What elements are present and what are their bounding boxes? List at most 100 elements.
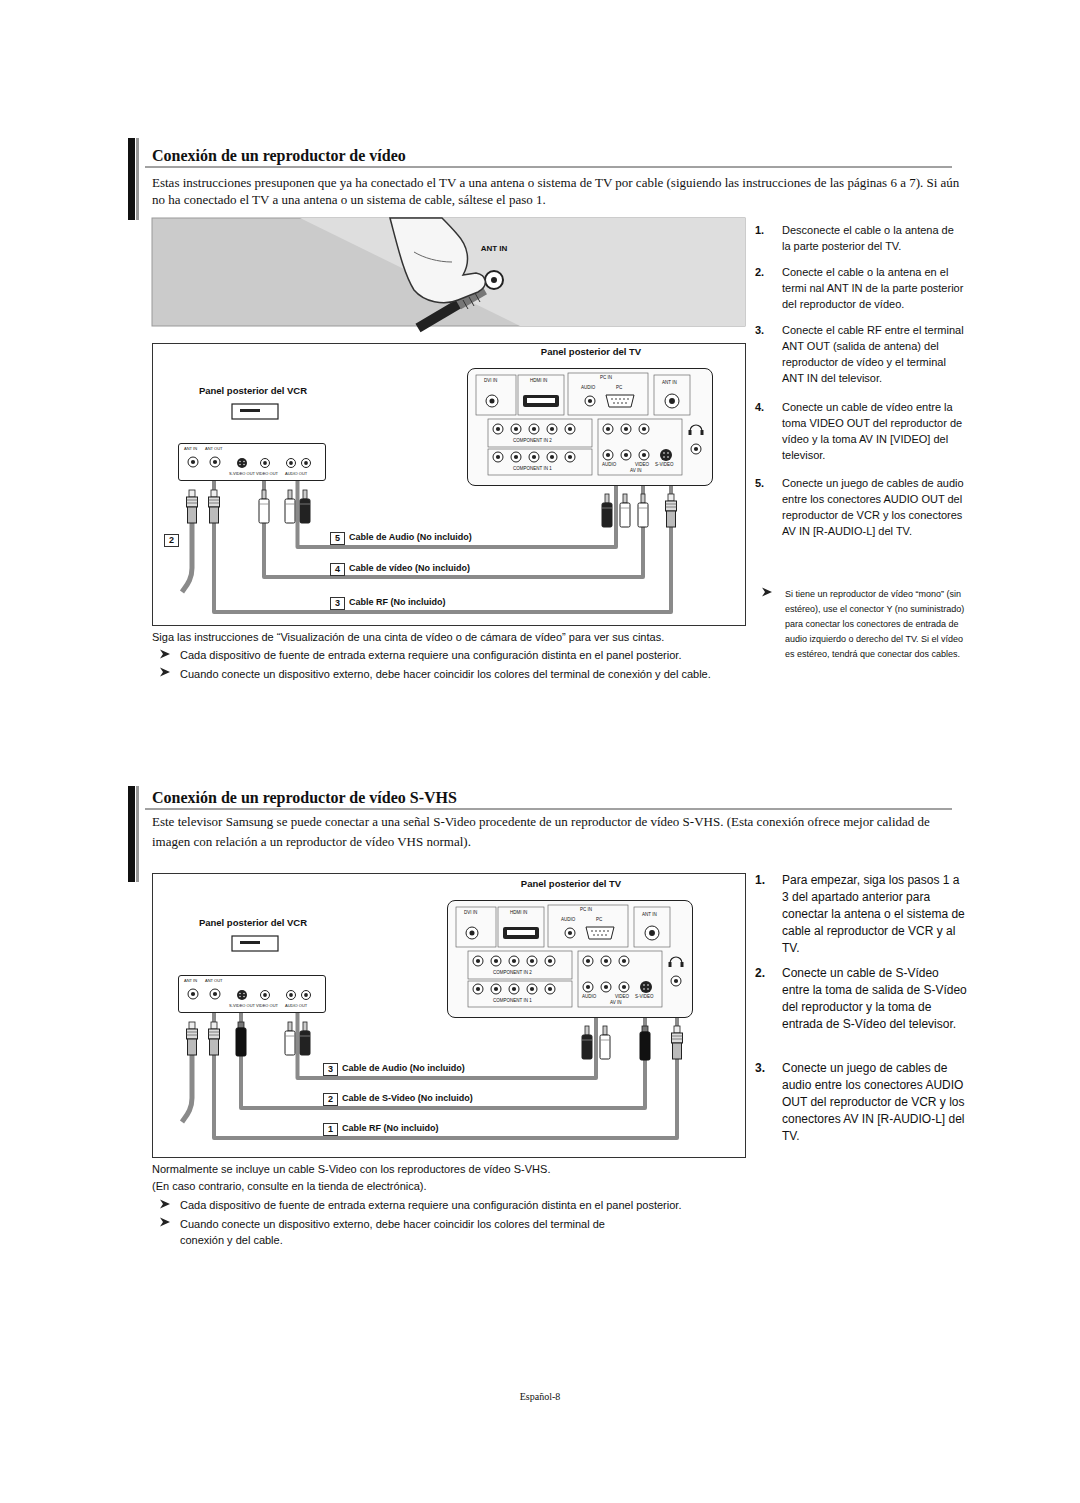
jack — [509, 956, 519, 966]
port-label: PC IN — [580, 908, 592, 913]
cable-plug — [638, 494, 648, 527]
vcr-rear-panel: Panel posterior del VCRANT INANT OUTS-VI… — [178, 975, 326, 1013]
note-arrow — [160, 1218, 170, 1227]
cable-label: Cable RF (No incluido) — [340, 1123, 441, 1134]
cable-plug — [209, 490, 220, 523]
jack — [665, 394, 679, 408]
jack — [588, 399, 592, 403]
port-label: HDMI IN — [530, 379, 547, 384]
jack — [603, 424, 613, 434]
jack — [606, 427, 610, 431]
port-label: VIDEO — [615, 995, 629, 1000]
antenna-photo — [418, 302, 462, 328]
jack — [512, 987, 516, 991]
connector-port — [643, 984, 645, 986]
jack — [545, 956, 555, 966]
panel-drawing — [179, 976, 327, 1014]
port-label: COMPONENT IN 1 — [493, 999, 532, 1004]
jack — [547, 424, 557, 434]
jack — [550, 427, 554, 431]
port-label: VIDEO OUT — [256, 472, 278, 476]
jack — [494, 987, 498, 991]
jack — [550, 455, 554, 459]
port-label: PC — [596, 918, 602, 923]
panel-drawing — [179, 444, 327, 482]
jack — [606, 453, 610, 457]
jack — [287, 459, 296, 468]
port-label: ANT OUT — [205, 979, 222, 983]
connector-port — [243, 993, 244, 994]
jack — [530, 987, 534, 991]
jack — [642, 427, 646, 431]
connector-port — [593, 934, 595, 936]
cable-line — [298, 1013, 597, 1078]
jack — [624, 427, 628, 431]
jack — [545, 984, 555, 994]
port-group — [654, 375, 690, 415]
section-bar — [128, 786, 135, 882]
port-group — [634, 907, 670, 947]
jack — [210, 989, 220, 999]
port-label: AUDIO — [581, 386, 595, 391]
jack — [476, 987, 480, 991]
jack — [191, 992, 195, 996]
jack — [188, 989, 198, 999]
step-number: 3. — [755, 322, 777, 338]
cable-plug — [236, 1022, 246, 1056]
cable-label: Cable de Audio (No incluido) — [347, 532, 474, 543]
jack — [302, 459, 311, 468]
step-number: 1. — [755, 222, 777, 238]
vcr-rear-panel: Panel posterior del VCRANT INANT OUTS-VI… — [178, 443, 326, 481]
jack — [604, 985, 608, 989]
body-text: Si tiene un reproductor de vídeo “mono” … — [785, 587, 967, 662]
note-arrow — [160, 588, 772, 1227]
jack — [565, 928, 575, 938]
body-text: Conecte un cable de S-Vídeo entre la tom… — [782, 965, 967, 1033]
port-label: ANT IN — [642, 913, 657, 918]
cable-line — [298, 481, 617, 547]
jack — [491, 984, 501, 994]
connector-port — [243, 464, 244, 465]
callout-number: 3 — [323, 1063, 338, 1076]
callout-number: 2 — [164, 534, 179, 547]
connector-port — [621, 402, 623, 404]
jack — [548, 959, 552, 963]
jack — [263, 993, 267, 997]
jack — [289, 461, 293, 465]
port-label: AUDIO — [602, 463, 616, 468]
body-text: Desconecte el cable o la antena de la pa… — [782, 222, 964, 254]
jack — [671, 976, 681, 986]
cable-plug — [300, 490, 310, 523]
port-label: COMPONENT IN 2 — [513, 439, 552, 444]
connector-port — [625, 402, 627, 404]
connector-port — [239, 993, 240, 994]
jack — [565, 452, 575, 462]
jack — [583, 956, 593, 966]
cable-plug — [666, 494, 677, 527]
connector-port — [243, 461, 244, 462]
jack — [493, 424, 503, 434]
connector-port — [647, 988, 649, 990]
port-group — [548, 905, 628, 947]
page-number: Español-8 — [510, 1391, 570, 1403]
connector-port — [627, 398, 629, 400]
cable-label: Cable de vídeo (No incluido) — [347, 563, 472, 574]
body-text: Este televisor Samsung se puede conectar… — [152, 812, 967, 852]
connector-port — [237, 458, 247, 468]
cable-plug — [672, 1026, 683, 1059]
connector-port — [507, 930, 535, 935]
tv-rear-panel: Panel posterior del TVDVI INHDMI INPC IN… — [467, 368, 713, 486]
jack — [694, 447, 698, 451]
connector-port — [599, 930, 601, 932]
body-text: Cada dispositivo de fuente de entrada ex… — [180, 1198, 760, 1213]
connector-port — [527, 398, 555, 403]
jack — [493, 452, 503, 462]
cable-label: Cable de S-Video (No incluido) — [340, 1093, 475, 1104]
callout-number: 5 — [330, 532, 345, 545]
body-text: Conecte un cable de vídeo entre la toma … — [782, 399, 964, 463]
jack — [639, 450, 649, 460]
jack — [621, 424, 631, 434]
connector-port — [623, 398, 625, 400]
connector-port — [503, 927, 539, 939]
